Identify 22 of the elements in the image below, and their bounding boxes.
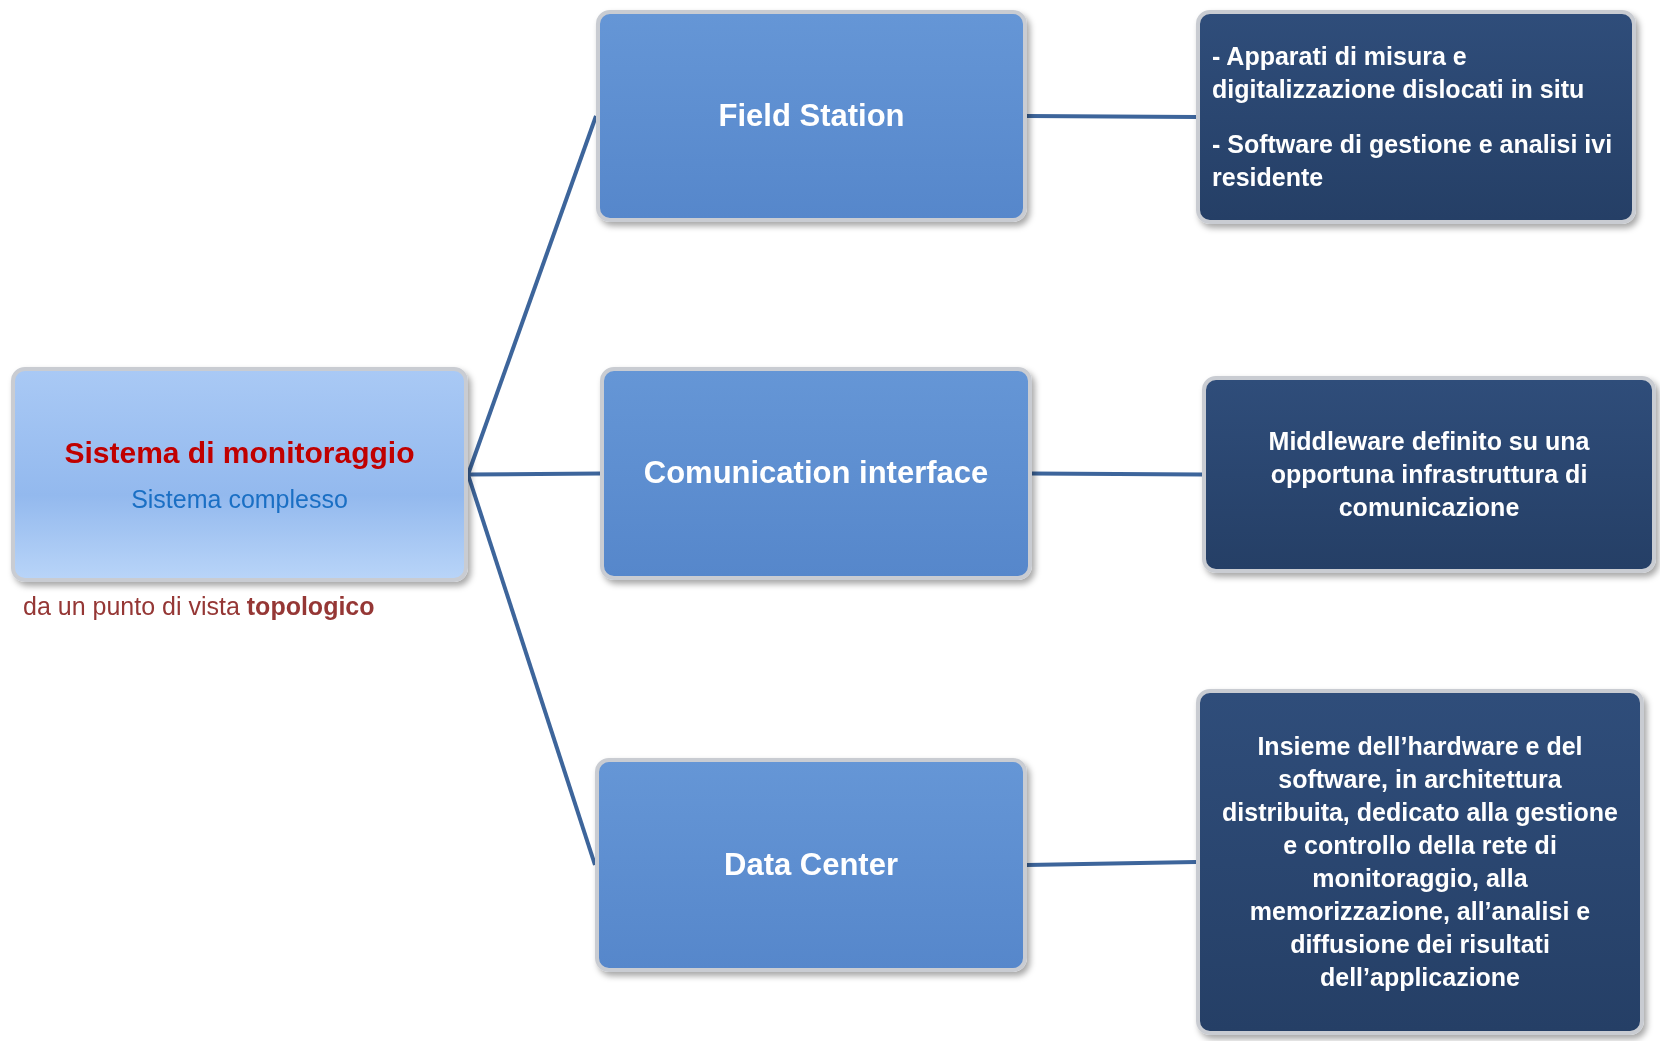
- process-box: [596, 10, 1027, 222]
- box-label: Comunication interface: [643, 454, 989, 493]
- connector-line: [1027, 114, 1196, 119]
- subtitle-text: Sistema complesso: [131, 483, 348, 515]
- box-label: Field Station: [718, 96, 905, 135]
- process-box: [600, 367, 1032, 580]
- description-text: Middleware definito su una opportuna infrastruttura di comunicazione: [1267, 426, 1591, 523]
- description-box: [1196, 10, 1636, 224]
- description-text: - Software di gestione e analisi ivi residente: [1212, 129, 1614, 193]
- description-box: [1202, 376, 1656, 573]
- description-box: [1196, 689, 1644, 1035]
- description-text: Insieme dell’hardware e del software, in architettura distribuita, dedicato alla gestione e controllo della rete di monitoraggio, alla memorizzazione, all’analisi e diffusione dei risultati dell’applicazione: [1221, 731, 1619, 993]
- process-box: [11, 367, 468, 582]
- caption-text: da un punto di vista topologico: [23, 592, 375, 621]
- connector-line: [468, 471, 600, 477]
- box-label: Data Center: [724, 845, 898, 884]
- process-box: [595, 758, 1027, 972]
- connector-line: [1032, 471, 1202, 477]
- connector-line: [1026, 860, 1197, 867]
- description-text: - Apparati di misura e digitalizzazione dislocati in situ: [1212, 41, 1586, 105]
- connector-line: [466, 473, 597, 866]
- title-text: Sistema di monitoraggio: [64, 435, 415, 472]
